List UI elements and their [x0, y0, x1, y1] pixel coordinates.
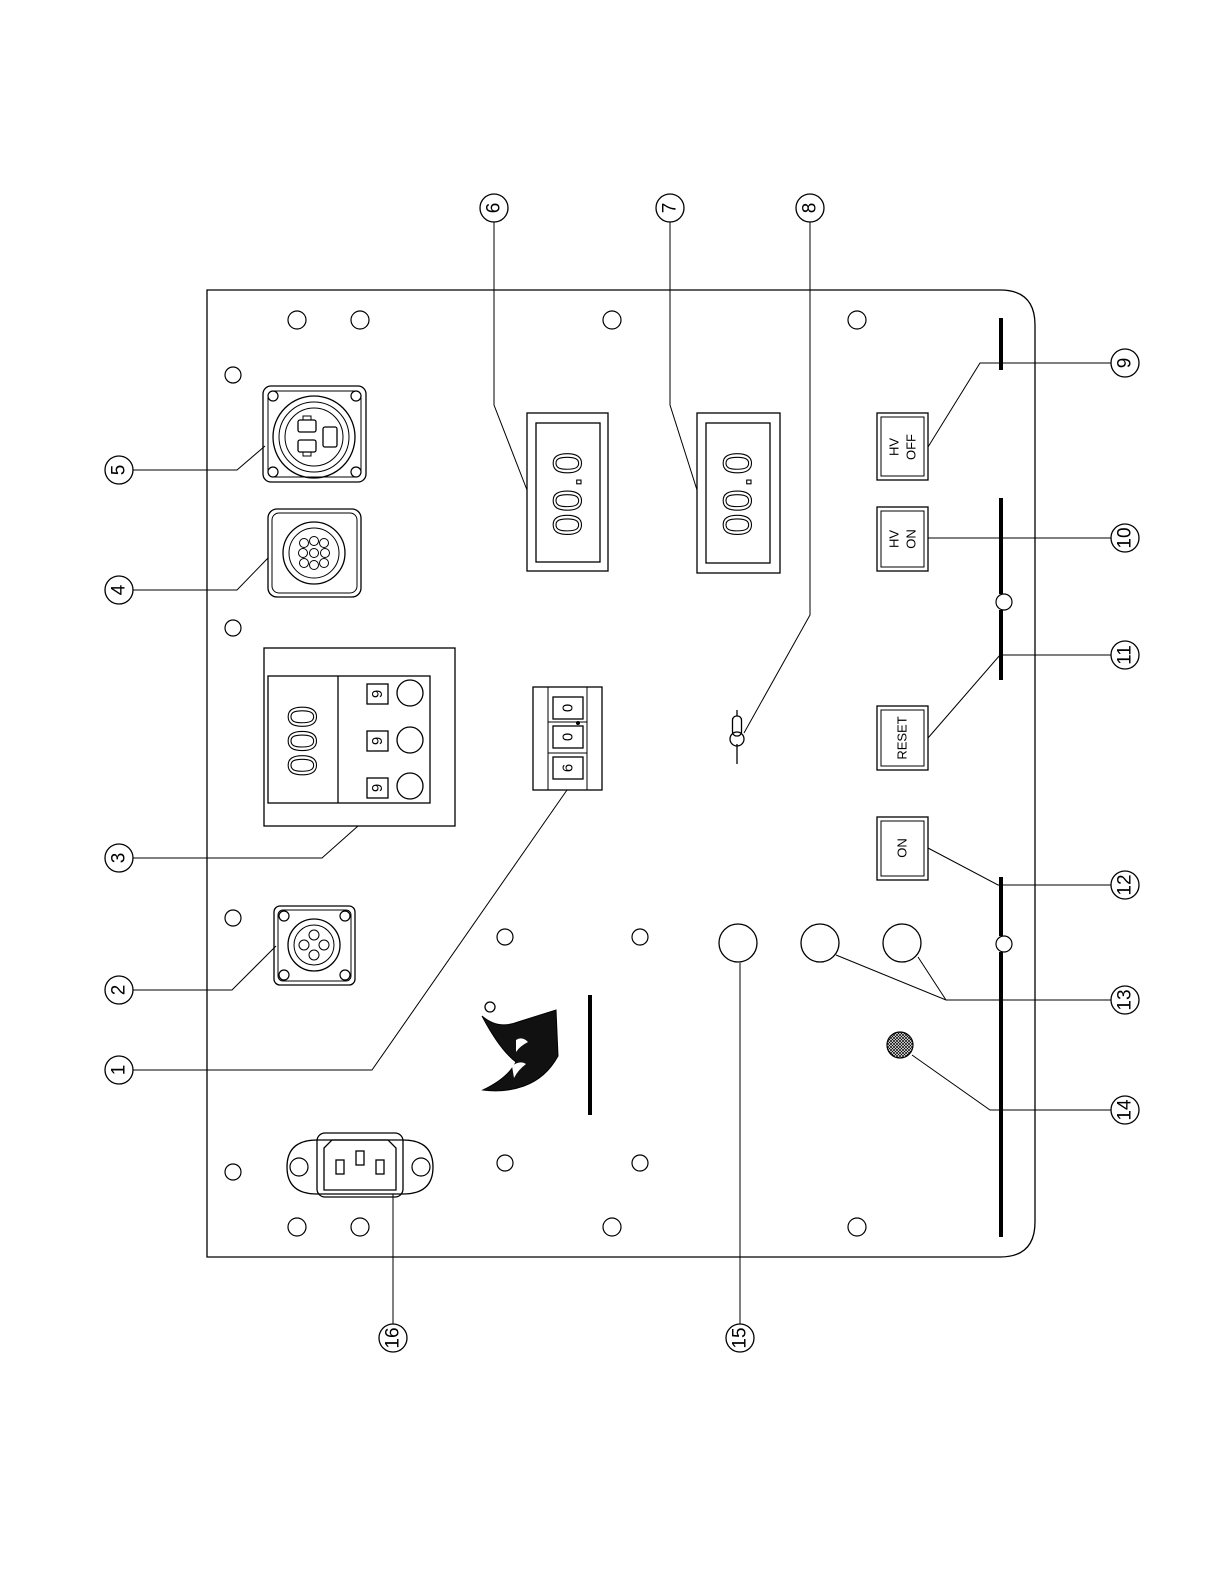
callout-number: 11	[1115, 645, 1136, 665]
hv-on-label-line2: ON	[904, 529, 919, 549]
callout-number: 8	[800, 203, 821, 214]
mounting-hole	[632, 929, 648, 945]
callout-14: 14	[912, 1055, 1139, 1124]
thumbwheel-digit: 0	[560, 704, 577, 712]
callout-number: 12	[1115, 874, 1136, 895]
speaker-grille-item-14	[887, 1032, 913, 1058]
mounting-hole	[225, 620, 241, 636]
connector-item-2	[274, 906, 355, 985]
indicator-item-13a	[801, 924, 839, 962]
display-readout: 00.0	[716, 450, 760, 536]
meter-readout: 000	[281, 704, 325, 777]
callout-11: 11	[928, 641, 1139, 738]
callout-number: 10	[1115, 527, 1136, 548]
indicator-item-13b	[883, 924, 921, 962]
callout-13: 13	[836, 955, 1139, 1014]
meter-knob	[397, 773, 423, 799]
meter-digit: 9	[369, 784, 386, 792]
mounting-hole	[497, 1155, 513, 1171]
mounting-hole	[288, 1218, 306, 1236]
mounting-hole	[848, 311, 866, 329]
callout-10: 10	[928, 524, 1139, 552]
mounting-hole	[288, 311, 306, 329]
mounting-hole	[848, 1218, 866, 1236]
mounting-hole	[351, 311, 369, 329]
callout-6: 6	[480, 194, 527, 490]
display-item-6: 00.0	[527, 413, 608, 571]
mounting-hole	[225, 910, 241, 926]
hv-off-button: HV OFF	[877, 413, 928, 480]
meter-knob	[397, 727, 423, 753]
graphic-dot	[996, 594, 1012, 610]
mounting-hole	[225, 367, 241, 383]
power-inlet-item-16	[287, 1133, 433, 1197]
reset-label: RESET	[895, 716, 910, 759]
display-item-7: 00.0	[697, 413, 780, 573]
callout-9: 9	[928, 349, 1139, 447]
callout-12: 12	[928, 848, 1139, 899]
callout-number: 9	[1115, 358, 1136, 369]
thumbwheel-digit: 6	[560, 764, 577, 772]
mounting-hole	[632, 1155, 648, 1171]
mounting-hole	[225, 1164, 241, 1180]
callout-7: 7	[656, 194, 697, 490]
reset-button: RESET	[877, 706, 928, 770]
hv-on-label-line1: HV	[887, 530, 902, 548]
display-readout: 00.0	[546, 450, 590, 536]
callout-5: 5	[105, 446, 265, 484]
connector-item-5	[263, 386, 366, 482]
callout-number: 6	[484, 203, 505, 214]
meter-item-3: 000 9 9 9	[264, 648, 455, 826]
hv-on-button: HV ON	[877, 507, 928, 571]
mounting-hole	[603, 1218, 621, 1236]
graphic-dot	[996, 936, 1012, 952]
mounting-hole	[497, 929, 513, 945]
callout-number: 16	[383, 1327, 404, 1348]
meter-digit: 9	[369, 737, 386, 745]
callout-number: 3	[109, 853, 130, 864]
callouts: 1 2 3 4 5 6 7	[105, 194, 1139, 1352]
logo	[482, 1002, 558, 1091]
callout-number: 2	[109, 985, 130, 996]
callout-number: 15	[730, 1327, 751, 1348]
panel-graphic-lines	[590, 318, 1012, 1237]
callout-number: 5	[109, 465, 130, 476]
callout-2: 2	[105, 946, 276, 1004]
hv-off-label-line1: HV	[887, 438, 902, 456]
mounting-hole	[351, 1218, 369, 1236]
thumbwheel-item-1: 0 0 6	[533, 687, 602, 790]
meter-knob	[397, 680, 423, 706]
hv-off-label-line2: OFF	[904, 434, 919, 460]
callout-number: 7	[660, 203, 681, 214]
connector-item-4	[268, 509, 361, 597]
mounting-hole	[603, 311, 621, 329]
on-button: ON	[877, 817, 928, 880]
callout-number: 13	[1115, 989, 1136, 1010]
indicator-item-15	[719, 924, 757, 962]
callout-number: 1	[109, 1065, 130, 1076]
on-label: ON	[895, 838, 910, 858]
callout-15: 15	[726, 963, 754, 1352]
callout-number: 4	[109, 584, 130, 595]
meter-digit: 9	[369, 690, 386, 698]
callout-4: 4	[105, 558, 268, 604]
thumbwheel-digit: 0	[560, 733, 577, 741]
callout-number: 14	[1115, 1099, 1136, 1121]
callout-3: 3	[105, 826, 358, 872]
toggle-switch-item-8	[730, 710, 744, 764]
callout-16: 16	[379, 1194, 407, 1352]
